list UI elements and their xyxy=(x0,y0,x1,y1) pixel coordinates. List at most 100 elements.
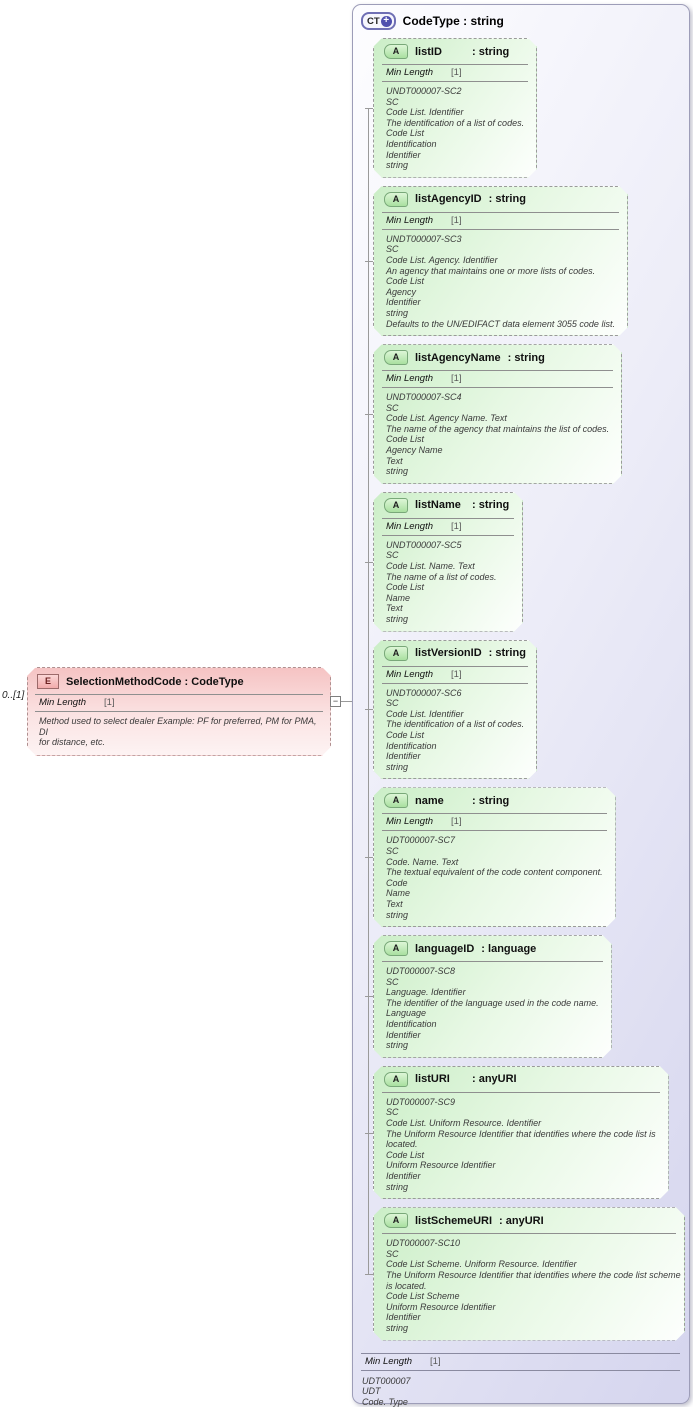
element-header: E SelectionMethodCode : CodeType xyxy=(35,672,323,695)
attribute-facet-row: Min Length [1] xyxy=(382,814,607,831)
attribute-icon: A xyxy=(384,350,408,365)
complex-type-icon-label: CT xyxy=(367,15,380,27)
attribute-item: A listURI : anyURI UDT000007-SC9 SC Code… xyxy=(365,1066,669,1199)
cardinality-label: 0..[1] xyxy=(2,690,25,701)
facet-value: [1] xyxy=(104,697,115,708)
facet-name: Min Length xyxy=(386,816,434,828)
attribute-type: : anyURI xyxy=(472,1073,517,1086)
attribute-header: A listName : string xyxy=(382,496,514,519)
attribute-type: : string xyxy=(472,794,510,807)
attribute-type: : string xyxy=(488,193,526,206)
attribute-name: listAgencyID xyxy=(415,193,482,206)
attribute-box[interactable]: A listAgencyName : string Min Length [1]… xyxy=(373,344,622,484)
facet-value: [1] xyxy=(451,67,462,78)
attribute-annotation: UDT000007-SC10 SC Code List Scheme. Unif… xyxy=(386,1238,681,1333)
attribute-item: A listVersionID : string Min Length [1] … xyxy=(364,640,537,780)
facet-value: [1] xyxy=(430,1355,441,1367)
attribute-icon: A xyxy=(384,1213,408,1228)
element-annotation: Method used to select dealer Example: PF… xyxy=(39,716,317,748)
attribute-box[interactable]: A listSchemeURI : anyURI UDT000007-SC10 … xyxy=(373,1207,685,1340)
attribute-box[interactable]: A listVersionID : string Min Length [1] … xyxy=(373,640,537,780)
attribute-name: listID xyxy=(415,45,442,58)
attribute-facet-row: Min Length [1] xyxy=(382,65,528,82)
facet-name: Min Length xyxy=(386,373,434,385)
attribute-annotation: UDT000007-SC9 SC Code List. Uniform Reso… xyxy=(386,1096,656,1192)
facet-name: Min Length xyxy=(386,67,434,78)
element-title: SelectionMethodCode : CodeType xyxy=(66,675,244,688)
attribute-item: A listName : string Min Length [1] UNDT0… xyxy=(365,492,523,632)
attribute-type: : string xyxy=(488,647,526,660)
attribute-box[interactable]: A listURI : anyURI UDT000007-SC9 SC Code… xyxy=(373,1066,669,1199)
type-title: CodeType : string xyxy=(402,14,504,28)
facet-name: Min Length xyxy=(386,214,434,226)
attribute-name: listSchemeURI xyxy=(415,1214,493,1227)
attribute-header: A listURI : anyURI xyxy=(382,1070,660,1093)
attribute-header: A listVersionID : string xyxy=(382,644,528,667)
type-annotation: UDT000007 UDT Code. Type 1.0 A character… xyxy=(362,1375,411,1407)
attribute-annotation: UDT000007-SC7 SC Code. Name. Text The te… xyxy=(386,835,603,920)
attribute-type: : string xyxy=(507,351,545,364)
attribute-name: name xyxy=(415,794,444,807)
attribute-annotation: UNDT000007-SC4 SC Code List. Agency Name… xyxy=(386,392,610,477)
complex-type-box[interactable]: CT + CodeType : string A listID : string… xyxy=(352,4,690,1407)
attribute-icon: A xyxy=(384,498,408,513)
facet-value: [1] xyxy=(451,816,462,828)
attribute-annotation: UNDT000007-SC2 SC Code List. Identifier … xyxy=(386,86,525,171)
attribute-header: A listSchemeURI : anyURI xyxy=(382,1211,676,1234)
attribute-annotation: UNDT000007-SC5 SC Code List. Name. Text … xyxy=(386,539,497,624)
attribute-box[interactable]: A listAgencyID : string Min Length [1] U… xyxy=(373,186,628,336)
attribute-facet-row: Min Length [1] xyxy=(382,213,619,230)
element-icon: E xyxy=(37,674,59,689)
attribute-annotation: UNDT000007-SC6 SC Code List. Identifier … xyxy=(386,687,525,772)
facet-name: Min Length xyxy=(39,697,87,708)
attribute-item: A name : string Min Length [1] UDT000007… xyxy=(365,787,616,927)
attribute-type: : language xyxy=(481,942,537,955)
plus-icon: + xyxy=(380,15,392,27)
attribute-item: A listAgencyID : string Min Length [1] U… xyxy=(365,186,628,336)
attribute-icon: A xyxy=(384,44,408,59)
attribute-box[interactable]: A name : string Min Length [1] UDT000007… xyxy=(373,787,616,927)
attribute-type: : string xyxy=(472,45,510,58)
attribute-type: : anyURI xyxy=(499,1214,544,1227)
facet-value: [1] xyxy=(451,520,462,532)
facet-name: Min Length xyxy=(386,668,434,680)
attribute-facet-row: Min Length [1] xyxy=(382,519,514,536)
attribute-name: languageID xyxy=(415,942,475,955)
attribute-header: A listAgencyName : string xyxy=(382,348,613,371)
facet-value: [1] xyxy=(451,668,462,680)
attribute-icon: A xyxy=(384,192,408,207)
attribute-icon: A xyxy=(384,1072,408,1087)
attribute-icon: A xyxy=(384,793,408,808)
attribute-item: A listSchemeURI : anyURI UDT000007-SC10 … xyxy=(365,1207,685,1340)
complex-type-icon: CT + xyxy=(361,12,396,30)
type-header: CT + CodeType : string xyxy=(361,12,682,30)
collapse-toggle[interactable]: − xyxy=(330,696,341,707)
attribute-name: listURI xyxy=(415,1073,450,1086)
minus-icon: − xyxy=(332,696,339,706)
attribute-icon: A xyxy=(384,646,408,661)
element-box-selectionmethodcode[interactable]: E SelectionMethodCode : CodeType Min Len… xyxy=(27,667,331,756)
attribute-name: listVersionID xyxy=(415,647,482,660)
attribute-header: A listAgencyID : string xyxy=(382,190,619,213)
attributes-list: A listID : string Min Length [1] UNDT000… xyxy=(364,38,685,1341)
attribute-box[interactable]: A languageID : language UDT000007-SC8 SC… xyxy=(373,935,612,1058)
attribute-header: A languageID : language xyxy=(382,939,603,962)
facet-name: Min Length xyxy=(365,1355,413,1367)
attribute-annotation: UDT000007-SC8 SC Language. Identifier Th… xyxy=(386,966,599,1051)
type-facet-row: Min Length [1] xyxy=(361,1352,680,1371)
facet-name: Min Length xyxy=(386,520,434,532)
element-facet-row: Min Length [1] xyxy=(35,695,323,712)
facet-value: [1] xyxy=(451,373,462,385)
facet-value: [1] xyxy=(451,214,462,226)
attribute-name: listName xyxy=(415,499,461,512)
attribute-type: : string xyxy=(472,499,510,512)
attribute-header: A listID : string xyxy=(382,42,528,65)
attribute-facet-row: Min Length [1] xyxy=(382,371,613,388)
attribute-box[interactable]: A listName : string Min Length [1] UNDT0… xyxy=(373,492,523,632)
attribute-box[interactable]: A listID : string Min Length [1] UNDT000… xyxy=(373,38,537,178)
attribute-header: A name : string xyxy=(382,791,607,814)
attribute-annotation: UNDT000007-SC3 SC Code List. Agency. Ide… xyxy=(386,233,615,329)
attribute-item: A listAgencyName : string Min Length [1]… xyxy=(364,344,622,484)
attribute-facet-row: Min Length [1] xyxy=(382,667,528,684)
